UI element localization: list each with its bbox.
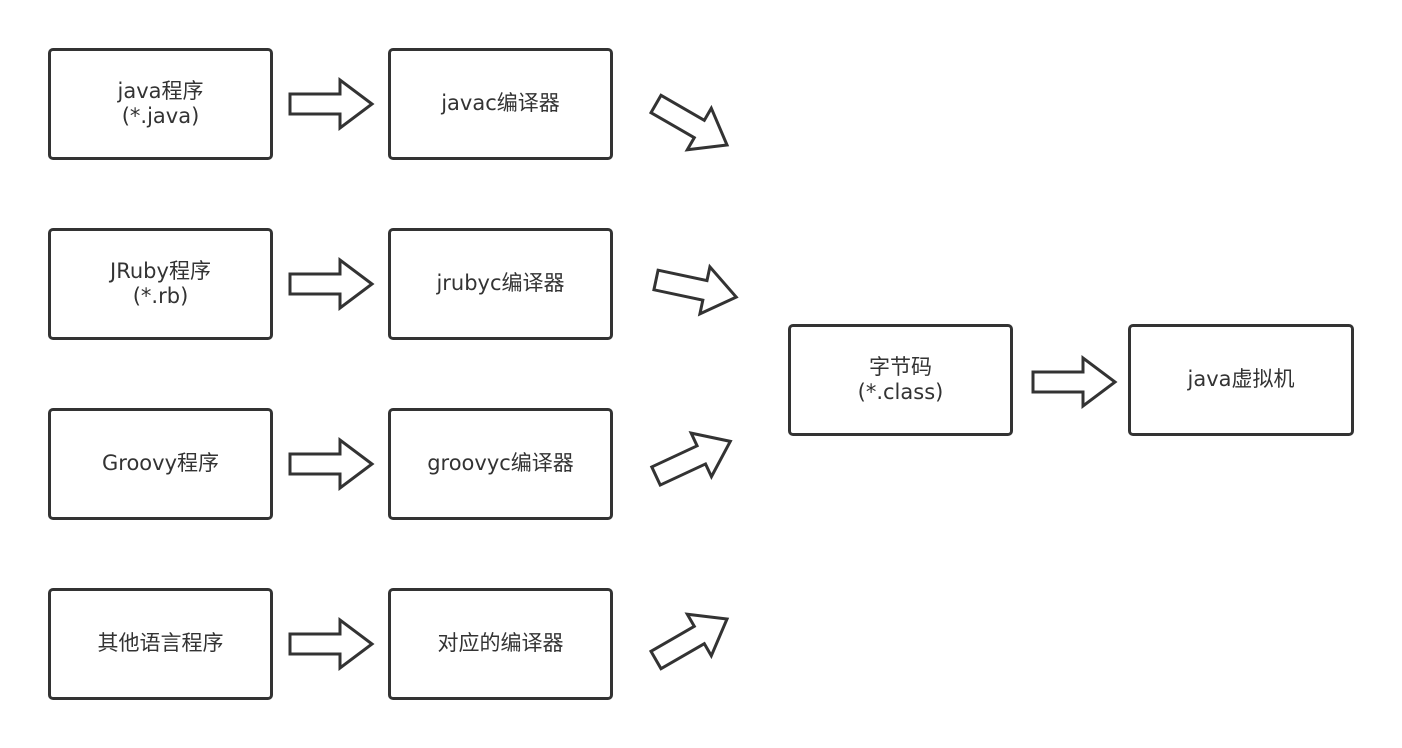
arrow-right-icon (288, 618, 374, 670)
compiler-label: jrubyc编译器 (436, 271, 565, 296)
arrow-right-icon (1031, 356, 1117, 408)
source-extension-label: (*.rb) (132, 284, 189, 308)
compiler-label: 对应的编译器 (437, 631, 564, 656)
compiler-box-jrubyc: jrubyc编译器 (388, 228, 613, 340)
arrow-diagonal-down-icon (642, 81, 741, 168)
arrow-diagonal-down-icon (649, 255, 743, 323)
compiler-box-other: 对应的编译器 (388, 588, 613, 700)
bytecode-label: 字节码 (869, 354, 932, 379)
compiler-box-groovyc: groovyc编译器 (388, 408, 613, 520)
source-program-label: java程序 (117, 78, 204, 103)
bytecode-box: 字节码 (*.class) (788, 324, 1013, 436)
jvm-box: java虚拟机 (1128, 324, 1354, 436)
arrow-diagonal-up-icon (642, 596, 741, 683)
source-program-label: JRuby程序 (110, 258, 211, 283)
compiler-box-javac: javac编译器 (388, 48, 613, 160)
compiler-label: groovyc编译器 (427, 451, 574, 476)
source-box-groovy: Groovy程序 (48, 408, 273, 520)
compiler-label: javac编译器 (441, 91, 560, 116)
bytecode-extension-label: (*.class) (857, 380, 944, 404)
arrow-diagonal-up-icon (644, 418, 742, 500)
source-box-jruby: JRuby程序 (*.rb) (48, 228, 273, 340)
jvm-label: java虚拟机 (1187, 367, 1295, 392)
source-box-other: 其他语言程序 (48, 588, 273, 700)
arrow-right-icon (288, 78, 374, 130)
source-box-java: java程序 (*.java) (48, 48, 273, 160)
arrow-right-icon (288, 438, 374, 490)
arrow-right-icon (288, 258, 374, 310)
source-program-label: Groovy程序 (102, 451, 219, 476)
source-program-label: 其他语言程序 (97, 631, 224, 656)
source-extension-label: (*.java) (121, 104, 200, 128)
